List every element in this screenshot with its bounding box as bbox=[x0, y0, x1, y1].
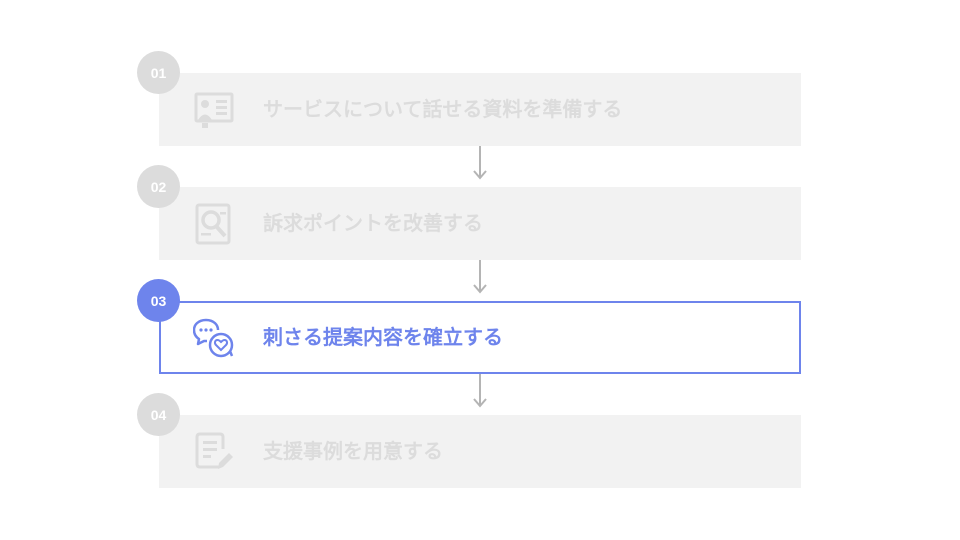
arrow-down-icon bbox=[473, 146, 487, 180]
arrow-down-icon bbox=[473, 374, 487, 408]
step-2-number: 02 bbox=[150, 178, 167, 195]
step-4-number: 04 bbox=[150, 406, 167, 423]
step-1-number: 01 bbox=[150, 64, 167, 81]
step-3-number: 03 bbox=[150, 292, 167, 309]
step-3-number-badge: 03 bbox=[137, 279, 180, 322]
chat-heart-icon bbox=[193, 318, 234, 358]
step-4-label: 支援事例を用意する bbox=[263, 439, 443, 463]
step-2-label: 訴求ポイントを改善する bbox=[263, 211, 483, 235]
step-2-number-badge: 02 bbox=[137, 165, 180, 208]
step-4-card: 支援事例を用意する bbox=[159, 415, 801, 488]
step-1-number-badge: 01 bbox=[137, 51, 180, 94]
step-3-label: 刺さる提案内容を確立する bbox=[263, 325, 503, 349]
step-3-card: 刺さる提案内容を確立する bbox=[159, 301, 801, 374]
document-pencil-icon bbox=[195, 432, 233, 469]
step-1-card: サービスについて話せる資料を準備する bbox=[159, 73, 801, 146]
step-1-label: サービスについて話せる資料を準備する bbox=[263, 97, 623, 121]
magnifier-document-icon bbox=[195, 203, 231, 245]
presentation-document-icon bbox=[194, 92, 234, 128]
step-2-card: 訴求ポイントを改善する bbox=[159, 187, 801, 260]
arrow-down-icon bbox=[473, 260, 487, 294]
step-4-number-badge: 04 bbox=[137, 393, 180, 436]
